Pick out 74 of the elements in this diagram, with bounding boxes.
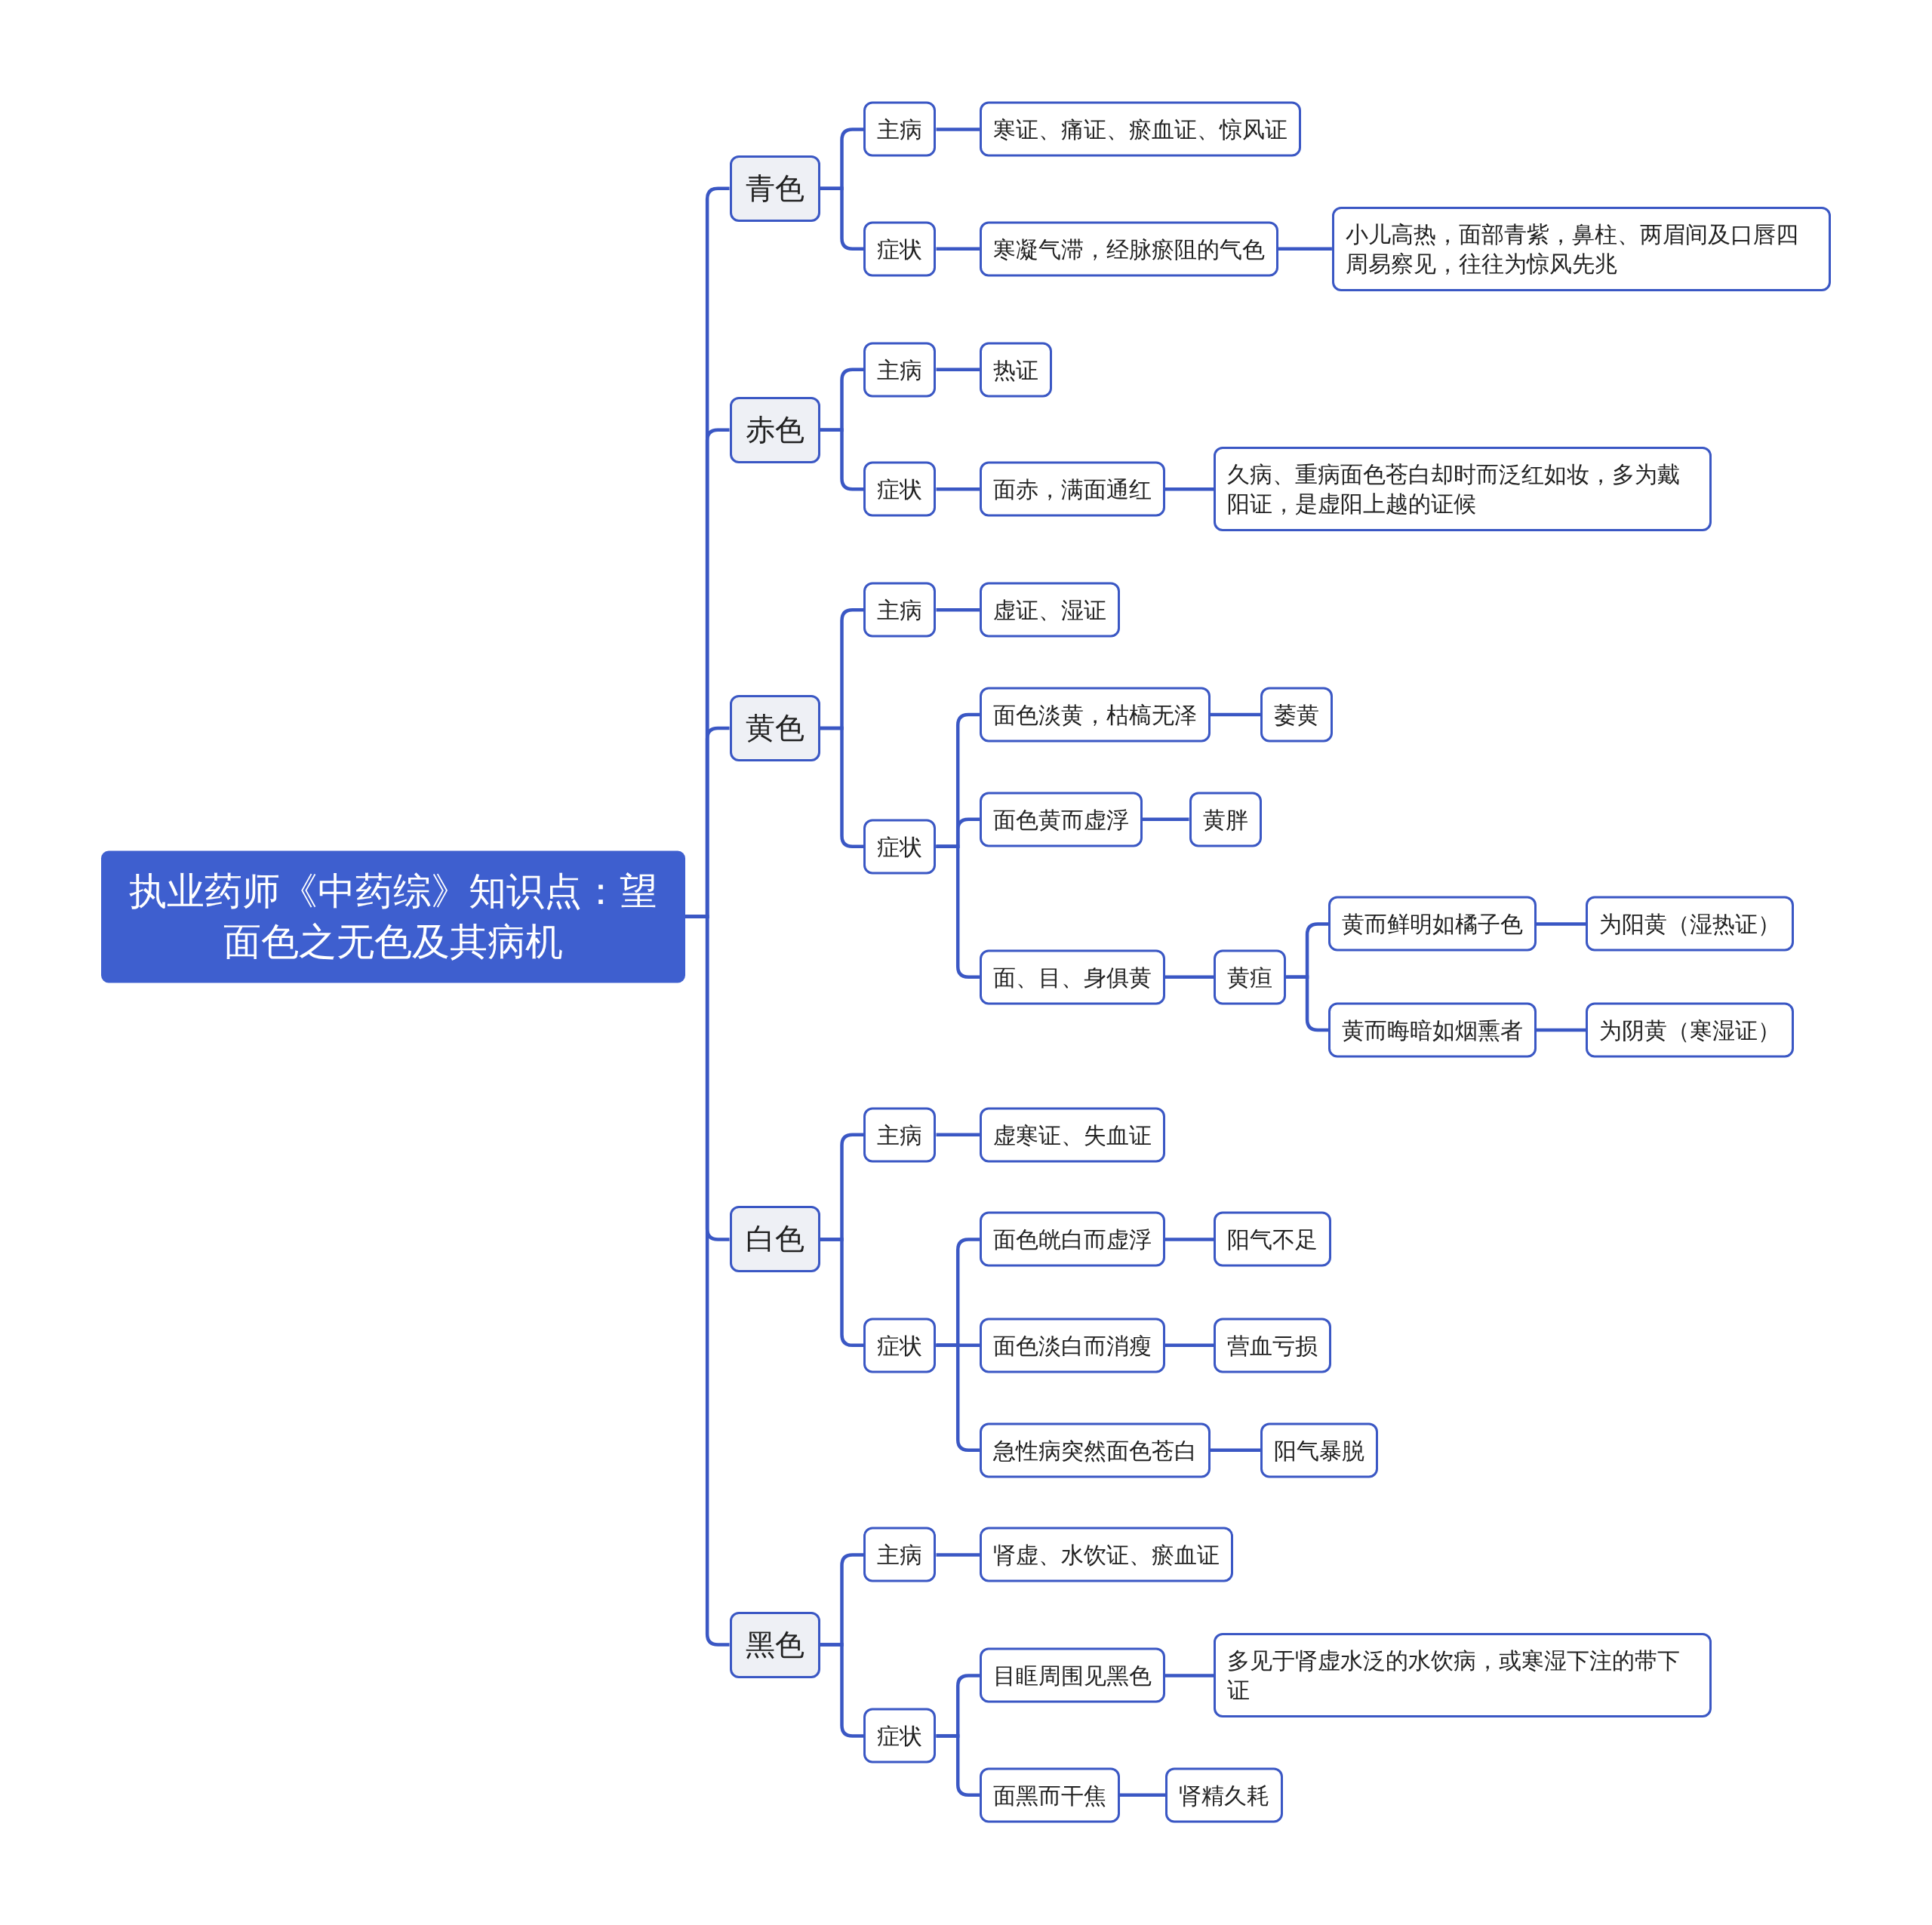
subtopic-box: 营血亏损 — [1214, 1318, 1332, 1373]
connector-line — [936, 1553, 980, 1557]
topic-box: 黑色 — [729, 1611, 820, 1678]
subtopic-box: 小儿高热，面部青紫，鼻柱、两眉间及口唇四周易察见，往往为惊风先兆 — [1331, 206, 1832, 291]
connector-line — [1164, 1343, 1214, 1348]
subtopic-box: 黄疸 — [1214, 949, 1287, 1005]
connector-line — [936, 247, 980, 251]
subtopic-box: 阳气暴脱 — [1260, 1422, 1379, 1478]
connector-line — [1537, 1028, 1586, 1032]
connector-line — [1164, 487, 1214, 491]
connector-line — [685, 915, 730, 1647]
connector-line — [936, 1734, 980, 1797]
subtopic-box: 症状 — [863, 461, 937, 517]
connector-line — [1142, 817, 1189, 821]
connector-line — [1164, 975, 1214, 979]
subtopic-box: 为阴黄（寒湿证） — [1586, 1002, 1795, 1058]
connector-line — [936, 1133, 980, 1136]
subtopic-box: 症状 — [863, 1318, 937, 1373]
subtopic-box: 萎黄 — [1260, 687, 1334, 743]
subtopic-box: 主病 — [863, 342, 937, 398]
subtopic-box: 黄而鲜明如橘子色 — [1328, 896, 1537, 952]
topic-box: 白色 — [729, 1206, 820, 1273]
subtopic-box: 为阳黄（湿热证） — [1586, 896, 1795, 952]
connector-line — [820, 1238, 864, 1348]
connector-line — [1164, 1674, 1214, 1677]
subtopic-box: 面色淡黄，枯槁无泽 — [979, 687, 1211, 743]
subtopic-box: 面色㿠白而虚浮 — [979, 1211, 1165, 1267]
subtopic-box: 目眶周围见黑色 — [979, 1647, 1165, 1703]
subtopic-box: 主病 — [863, 582, 937, 638]
connector-line — [936, 128, 980, 131]
subtopic-box: 症状 — [863, 221, 937, 277]
connector-line — [1210, 1448, 1261, 1452]
connector-line — [820, 726, 864, 848]
connector-line — [936, 607, 980, 612]
subtopic-box: 症状 — [863, 1708, 937, 1764]
subtopic-box: 面色淡白而消瘦 — [979, 1318, 1165, 1373]
connector-line — [1119, 1793, 1166, 1797]
connector-line — [936, 844, 980, 979]
connector-line — [1537, 922, 1586, 926]
subtopic-box: 寒凝气滞，经脉瘀阻的气色 — [979, 221, 1278, 277]
subtopic-box: 面黑而干焦 — [979, 1767, 1120, 1823]
subtopic-box: 主病 — [863, 1107, 937, 1163]
connector-line — [820, 1643, 864, 1738]
subtopic-box: 主病 — [863, 1527, 937, 1582]
subtopic-box: 面色黄而虚浮 — [979, 792, 1143, 847]
connector-line — [936, 1343, 980, 1452]
subtopic-box: 虚寒证、失血证 — [979, 1107, 1165, 1163]
subtopic-box: 肾虚、水饮证、瘀血证 — [979, 1527, 1233, 1582]
subtopic-box: 热证 — [979, 342, 1052, 398]
subtopic-box: 寒证、痛证、瘀血证、惊风证 — [979, 101, 1301, 157]
subtopic-box: 肾精久耗 — [1165, 1767, 1284, 1823]
subtopic-box: 主病 — [863, 101, 937, 157]
root-topic-box: 执业药师《中药综》知识点：望面色之无色及其病机 — [100, 850, 685, 983]
subtopic-box: 久病、重病面色苍白却时而泛红如妆，多为戴阳证，是虚阳上越的证候 — [1214, 447, 1712, 532]
connector-line — [820, 186, 864, 251]
connector-line — [936, 367, 980, 372]
subtopic-box: 黄而晦暗如烟熏者 — [1328, 1002, 1537, 1058]
connector-line — [1210, 712, 1261, 717]
subtopic-box: 阳气不足 — [1214, 1211, 1332, 1267]
topic-box: 赤色 — [729, 396, 820, 463]
connector-line — [820, 428, 864, 491]
connector-line — [1286, 975, 1328, 1032]
subtopic-box: 面赤，满面通红 — [979, 461, 1165, 517]
subtopic-box: 虚证、湿证 — [979, 582, 1120, 638]
subtopic-box: 症状 — [863, 819, 937, 875]
topic-box: 青色 — [729, 155, 820, 222]
connector-line — [936, 487, 980, 491]
subtopic-box: 多见于肾虚水泛的水饮病，或寒湿下注的带下证 — [1214, 1633, 1712, 1718]
topic-box: 黄色 — [729, 694, 820, 761]
connector-line — [1278, 247, 1332, 251]
subtopic-box: 面、目、身俱黄 — [979, 949, 1165, 1005]
connector-line — [1164, 1238, 1214, 1241]
subtopic-box: 急性病突然面色苍白 — [979, 1422, 1211, 1478]
subtopic-box: 黄胖 — [1189, 792, 1262, 847]
